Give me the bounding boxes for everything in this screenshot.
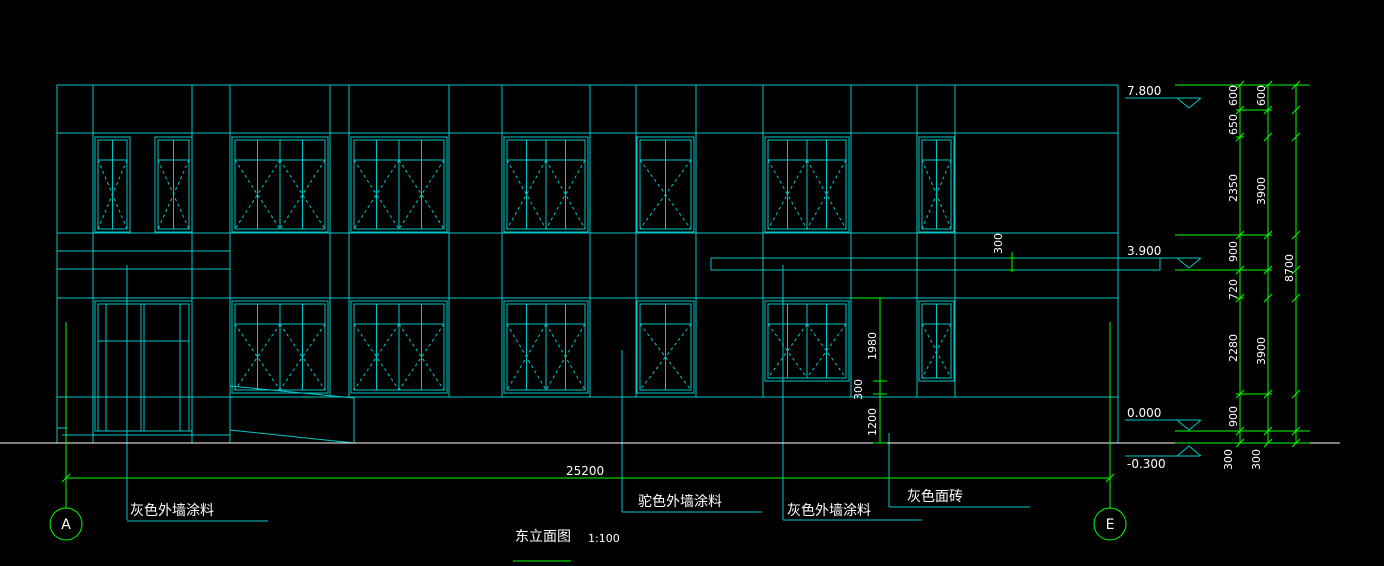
inner-column-dimension: 720 xyxy=(1227,279,1240,300)
axis-bubble-e xyxy=(1093,507,1127,541)
drawing-scale: 1:100 xyxy=(588,532,620,545)
entrance-canopy xyxy=(710,257,1161,271)
inner-column-dimension: 2350 xyxy=(1227,174,1240,202)
axis-label-left: A xyxy=(61,517,71,533)
window-lower xyxy=(918,300,955,382)
window-upper xyxy=(764,136,850,233)
material-note: 灰色面砖 xyxy=(907,488,963,505)
middle-column-dimension: 3900 xyxy=(1255,337,1268,365)
axis-bubble-a xyxy=(49,507,83,541)
inner-column-dimension: 650 xyxy=(1227,114,1240,135)
outer-column-dimension: 8700 xyxy=(1283,254,1296,282)
window-upper xyxy=(636,136,695,233)
dimension-lines xyxy=(49,80,1310,562)
middle-column-dimension: 600 xyxy=(1255,85,1268,106)
window-upper xyxy=(350,136,448,233)
window-lower xyxy=(503,300,589,394)
material-note: 驼色外墙涂料 xyxy=(638,493,722,510)
inner-column-dimension: 2280 xyxy=(1227,334,1240,362)
level-label: 0.000 xyxy=(1127,406,1161,420)
local-vertical-dimension: 1200 xyxy=(866,408,879,436)
local-vertical-dimension: 300 xyxy=(852,379,865,400)
level-label: 3.900 xyxy=(1127,244,1161,258)
overall-width-dimension: 25200 xyxy=(566,464,604,478)
middle-column-dimension: 300 xyxy=(1250,449,1263,470)
material-note: 灰色外墙涂料 xyxy=(787,502,871,519)
window-lower xyxy=(231,300,329,394)
window-upper xyxy=(503,136,589,233)
axis-label-right: E xyxy=(1106,517,1115,533)
window-upper xyxy=(918,136,955,233)
canopy-thickness-dimension: 300 xyxy=(992,233,1005,254)
windows-group xyxy=(94,136,955,432)
entrance-door xyxy=(94,300,193,432)
window-upper xyxy=(231,136,329,233)
annotations: 7.800 3.900 0.000 -0.300 25200 灰色外墙涂料 驼色… xyxy=(61,84,1296,545)
window-upper xyxy=(94,136,131,233)
inner-column-dimension: 900 xyxy=(1227,241,1240,262)
window-lower xyxy=(764,300,850,382)
inner-column-dimension: 600 xyxy=(1227,85,1240,106)
inner-column-dimension: 900 xyxy=(1227,406,1240,427)
window-upper xyxy=(154,136,193,233)
middle-column-dimension: 3900 xyxy=(1255,177,1268,205)
window-lower xyxy=(636,300,695,394)
drawing-title: 东立面图 xyxy=(515,529,571,545)
local-vertical-dimension: 1980 xyxy=(866,332,879,360)
level-markers xyxy=(1125,97,1202,457)
level-label: -0.300 xyxy=(1127,457,1166,471)
material-note: 灰色外墙涂料 xyxy=(130,502,214,519)
level-label: 7.800 xyxy=(1127,84,1161,98)
inner-column-dimension: 300 xyxy=(1222,449,1235,470)
window-lower xyxy=(350,300,448,394)
